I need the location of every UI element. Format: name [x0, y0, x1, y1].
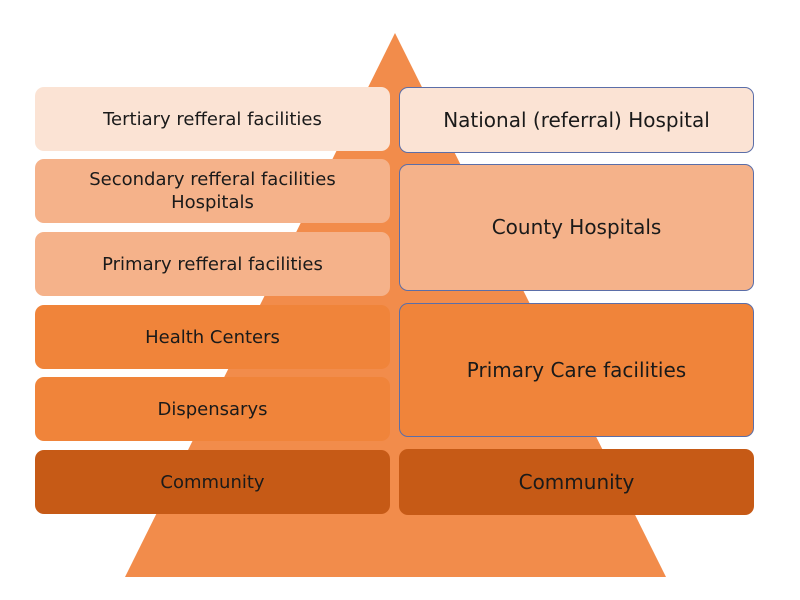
community-label-left: Community: [160, 471, 265, 493]
tertiary-referral-box: Tertiary refferal facilities: [35, 87, 390, 151]
dispensaries-box: Dispensarys: [35, 377, 390, 441]
national-hospital-label: National (referral) Hospital: [443, 107, 710, 132]
primary-care-box: Primary Care facilities: [399, 303, 754, 437]
health-centers-box: Health Centers: [35, 305, 390, 369]
county-hospitals-label: County Hospitals: [491, 215, 662, 239]
primary-care-label: Primary Care facilities: [466, 357, 687, 382]
county-hospitals-box: County Hospitals: [399, 164, 754, 291]
primary-referral-label: Primary refferal facilities: [102, 253, 323, 275]
national-hospital-box: National (referral) Hospital: [399, 87, 754, 153]
secondary-referral-sublabel: Hospitals: [171, 192, 254, 213]
community-label-right: Community: [518, 469, 635, 494]
health-centers-label: Health Centers: [145, 326, 280, 348]
dispensaries-label: Dispensarys: [157, 398, 268, 420]
community-box-left: Community: [35, 450, 390, 514]
secondary-referral-box: Secondary refferal facilities Hospitals: [35, 159, 390, 223]
tertiary-referral-label: Tertiary refferal facilities: [103, 108, 322, 130]
primary-referral-box: Primary refferal facilities: [35, 232, 390, 296]
community-box-right: Community: [399, 449, 754, 515]
secondary-referral-label: Secondary refferal facilities: [89, 169, 336, 190]
secondary-referral-text: Secondary refferal facilities Hospitals: [89, 168, 336, 214]
pyramid-triangle: [125, 33, 666, 577]
